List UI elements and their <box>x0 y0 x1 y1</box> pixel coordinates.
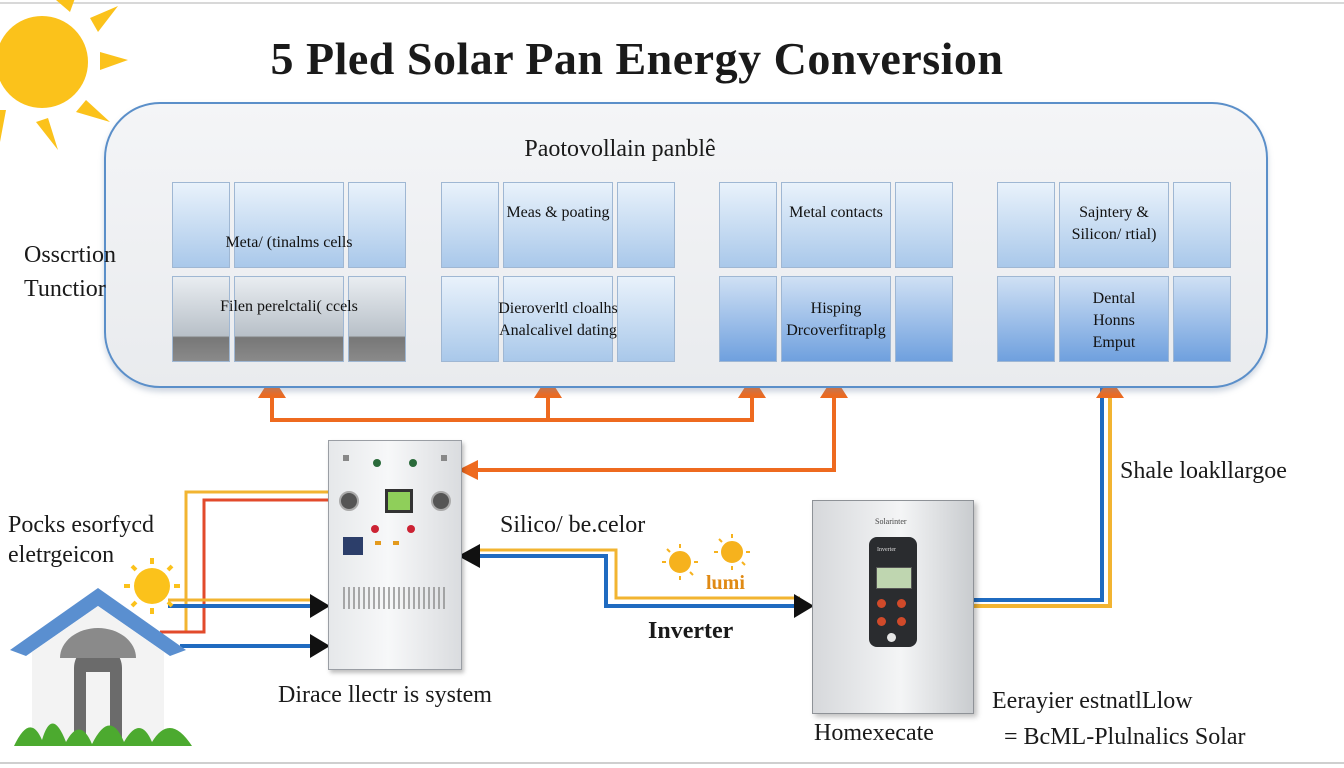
indicator-led <box>407 525 415 533</box>
controller-label-plate <box>343 537 363 555</box>
cell <box>234 182 344 268</box>
cell-grid-2 <box>441 182 675 362</box>
cell <box>997 276 1055 362</box>
shale-label: Shale loakllargoe <box>1120 458 1287 484</box>
cell <box>617 276 675 362</box>
cell <box>172 182 230 268</box>
cell <box>781 182 891 268</box>
cell <box>348 182 406 268</box>
cell <box>234 276 344 362</box>
cell <box>1173 276 1231 362</box>
indicator-led <box>373 459 381 467</box>
cell <box>1059 276 1169 362</box>
small-sun-icon <box>662 534 750 580</box>
cell-grid-1 <box>172 182 406 362</box>
cell <box>895 276 953 362</box>
cell <box>997 182 1055 268</box>
controller-device <box>328 440 462 670</box>
indicator <box>393 541 399 545</box>
cell <box>503 276 613 362</box>
inverter-button[interactable] <box>887 633 896 642</box>
lumi-label: lumi <box>706 572 745 594</box>
controller-screen <box>385 489 413 513</box>
inverter-to-panel-wire <box>972 364 1112 608</box>
cell <box>1173 182 1231 268</box>
inverter-top-label: Solarinter <box>875 517 907 526</box>
house-arrowhead-2 <box>310 634 330 658</box>
vent-grille <box>343 587 447 609</box>
cell <box>617 182 675 268</box>
inverter-button[interactable] <box>877 599 886 608</box>
inverter-button[interactable] <box>897 617 906 626</box>
direct-system-label: Dirace llectr is system <box>278 682 492 708</box>
cell-grid-4 <box>997 182 1231 362</box>
panel-title: Paotovollain panblê <box>524 136 716 162</box>
inverter-panel-arrowhead <box>1096 378 1124 398</box>
packs-label: Pocks esorfycd eletrgeicon <box>8 512 154 568</box>
cell <box>348 276 406 362</box>
cell <box>441 276 499 362</box>
knob <box>339 491 359 511</box>
cell-grid-3 <box>719 182 953 362</box>
house-icon <box>10 588 192 746</box>
controller-left-arrowhead <box>458 544 480 568</box>
energy-flow-label: Eerayier estnatlLlow <box>992 688 1193 714</box>
inverter-panel-label: Inverter <box>877 547 896 553</box>
knob <box>431 491 451 511</box>
controller-to-inverter-wire <box>480 548 800 608</box>
inverter-control-panel: Inverter <box>869 537 917 647</box>
screw <box>343 455 349 461</box>
cell <box>719 276 777 362</box>
inverter-button[interactable] <box>877 617 886 626</box>
oscillation-label: Osscrtion Tunctior <box>24 242 116 302</box>
inverter-screen <box>876 567 912 589</box>
inverter-device: Solarinter Inverter <box>812 500 974 714</box>
indicator-led <box>371 525 379 533</box>
inverter-arrowhead <box>794 594 814 618</box>
cell <box>1059 182 1169 268</box>
inverter-label: Inverter <box>648 618 734 644</box>
frame-top-line <box>0 2 1344 4</box>
indicator-led <box>409 459 417 467</box>
small-sun-icon <box>124 558 180 614</box>
silicon-label: Silico/ be.celor <box>500 512 646 538</box>
house-to-controller-wires <box>160 490 328 648</box>
frame-bottom-line <box>0 762 1344 764</box>
cell <box>503 182 613 268</box>
inverter-button[interactable] <box>897 599 906 608</box>
cell <box>719 182 777 268</box>
page-title: 5 Pled Solar Pan Energy Conversion <box>270 33 1004 84</box>
cell <box>895 182 953 268</box>
home-label: Homexecate <box>814 720 934 746</box>
cell <box>172 276 230 362</box>
indicator <box>375 541 381 545</box>
house-arrowhead-1 <box>310 594 330 618</box>
cell <box>781 276 891 362</box>
sun-icon <box>0 0 128 150</box>
bml-solar-label: = BcML-Plulnalics Solar <box>1004 724 1246 750</box>
screw <box>441 455 447 461</box>
cell <box>441 182 499 268</box>
